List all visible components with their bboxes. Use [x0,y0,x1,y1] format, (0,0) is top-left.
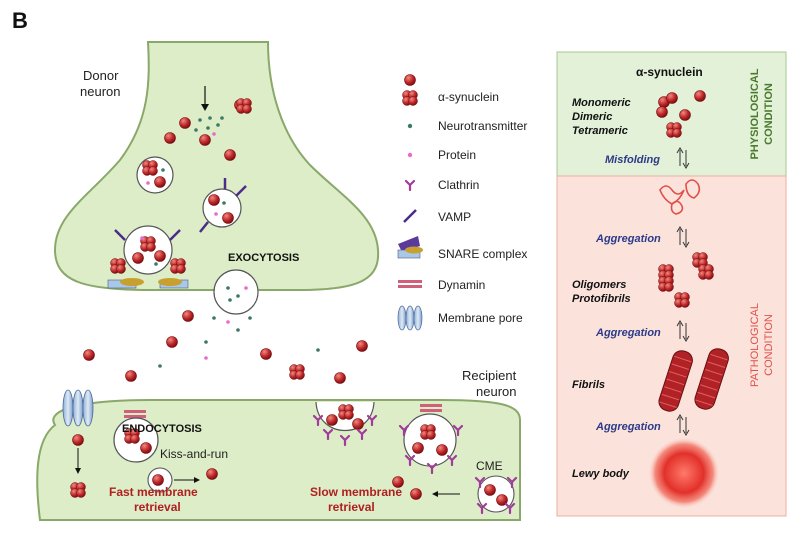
syn-slow-retrieved [410,488,422,500]
fast-retrieval-line1: Fast membrane [109,485,198,499]
misfolded-proteins [659,179,701,215]
neurotransmitter-cluster [194,116,224,132]
legend-syn-tetramer-icon [402,90,418,106]
legend-vamp-icon [403,209,417,223]
legend-label: α-synuclein [438,90,499,104]
syn-free [199,134,211,146]
recipient-label-line1: Recipient [462,368,517,383]
legend-label: Neurotransmitter [438,119,527,133]
donor-label-line1: Donor [83,68,119,83]
legend-label: Protein [438,148,476,162]
syn-free [179,117,191,129]
legend-protein-icon [407,152,413,158]
panel-letter: B [12,8,28,33]
endocytosis-label: ENDOCYTOSIS [122,423,202,435]
cleft-neurotransmitter [158,316,320,368]
donor-neuron-terminal [53,41,380,291]
slow-retrieval-line1: Slow membrane [310,485,402,499]
svg-text:PATHOLOGICAL: PATHOLOGICAL [749,303,761,387]
panel-title: α-synuclein [636,65,703,79]
legend-pore-icon [397,305,423,331]
aggregation-arrows-1 [676,226,690,248]
lewy-body [648,437,720,509]
oligomers-line1: Oligomers [572,279,626,291]
cleft-synuclein [83,310,368,384]
docking-vesicle [107,225,189,289]
legend-label: Clathrin [438,178,479,192]
kiss-and-run-label: Kiss-and-run [160,447,228,461]
aggregation-label-2: Aggregation [595,327,661,339]
forms-line3: Tetrameric [572,125,628,137]
legend-neurotransmitter-icon [407,123,413,129]
physiological-box [556,51,787,177]
legend-dynamin-icon [398,280,422,288]
cleft-protein [204,320,230,360]
syn-free [224,149,236,161]
svg-text:CONDITION: CONDITION [763,83,775,145]
svg-text:PHYSIOLOGICAL: PHYSIOLOGICAL [749,68,761,159]
exocytosis-label: EXOCYTOSIS [228,252,299,264]
legend-label: VAMP [438,210,471,224]
vesicle-2 [199,178,247,233]
slow-retrieval-arrow-head [432,491,438,497]
slow-retrieval-line2: retrieval [328,500,375,514]
input-arrow-head [201,104,209,111]
legend-syn-icon [404,74,416,86]
aggregation-arrows-3 [676,414,690,436]
cme-vesicle [474,475,518,515]
syn-tetramer [236,98,252,114]
legend-snare-icon [397,236,423,259]
protein-dot [212,132,216,136]
legend-clathrin-icon [404,179,416,192]
fusing-vesicle [213,269,259,315]
recipient-neuron [36,399,521,521]
vesicle-1 [136,156,174,194]
svg-text:CONDITION: CONDITION [763,314,775,376]
oligomers-line2: Protofibrils [572,293,631,305]
clathrin-pit [312,401,378,447]
forms-line2: Dimeric [572,111,612,123]
legend-label: SNARE complex [438,247,527,261]
aggregation-arrows-2 [676,320,690,342]
pathological-condition-label: PATHOLOGICAL CONDITION [749,303,775,387]
fibrils [658,348,729,412]
kiss-and-run-vesicle [113,410,159,463]
dynamin-vesicle [398,404,464,475]
membrane-pore [62,389,94,498]
forms-line1: Monomeric [572,97,631,109]
misfolding-arrows [676,147,690,169]
legend-label: Dynamin [438,278,485,292]
aggregation-label-3: Aggregation [595,421,661,433]
fast-retrieval-line2: retrieval [134,500,181,514]
fast-retrieval-vesicle [147,467,218,493]
misfolding-label: Misfolding [605,154,660,166]
lewy-body-label: Lewy body [572,468,630,480]
recipient-label-line2: neuron [476,384,516,399]
aggregation-label-1: Aggregation [595,233,661,245]
donor-label-line2: neuron [80,84,120,99]
legend-label: Membrane pore [438,311,523,325]
legend: α-synuclein Neurotransmitter Protein Cla… [397,74,527,331]
fibrils-label: Fibrils [572,379,605,391]
physiological-condition-label: PHYSIOLOGICAL CONDITION [749,68,775,159]
cme-label: CME [476,459,503,473]
syn-free [164,132,176,144]
